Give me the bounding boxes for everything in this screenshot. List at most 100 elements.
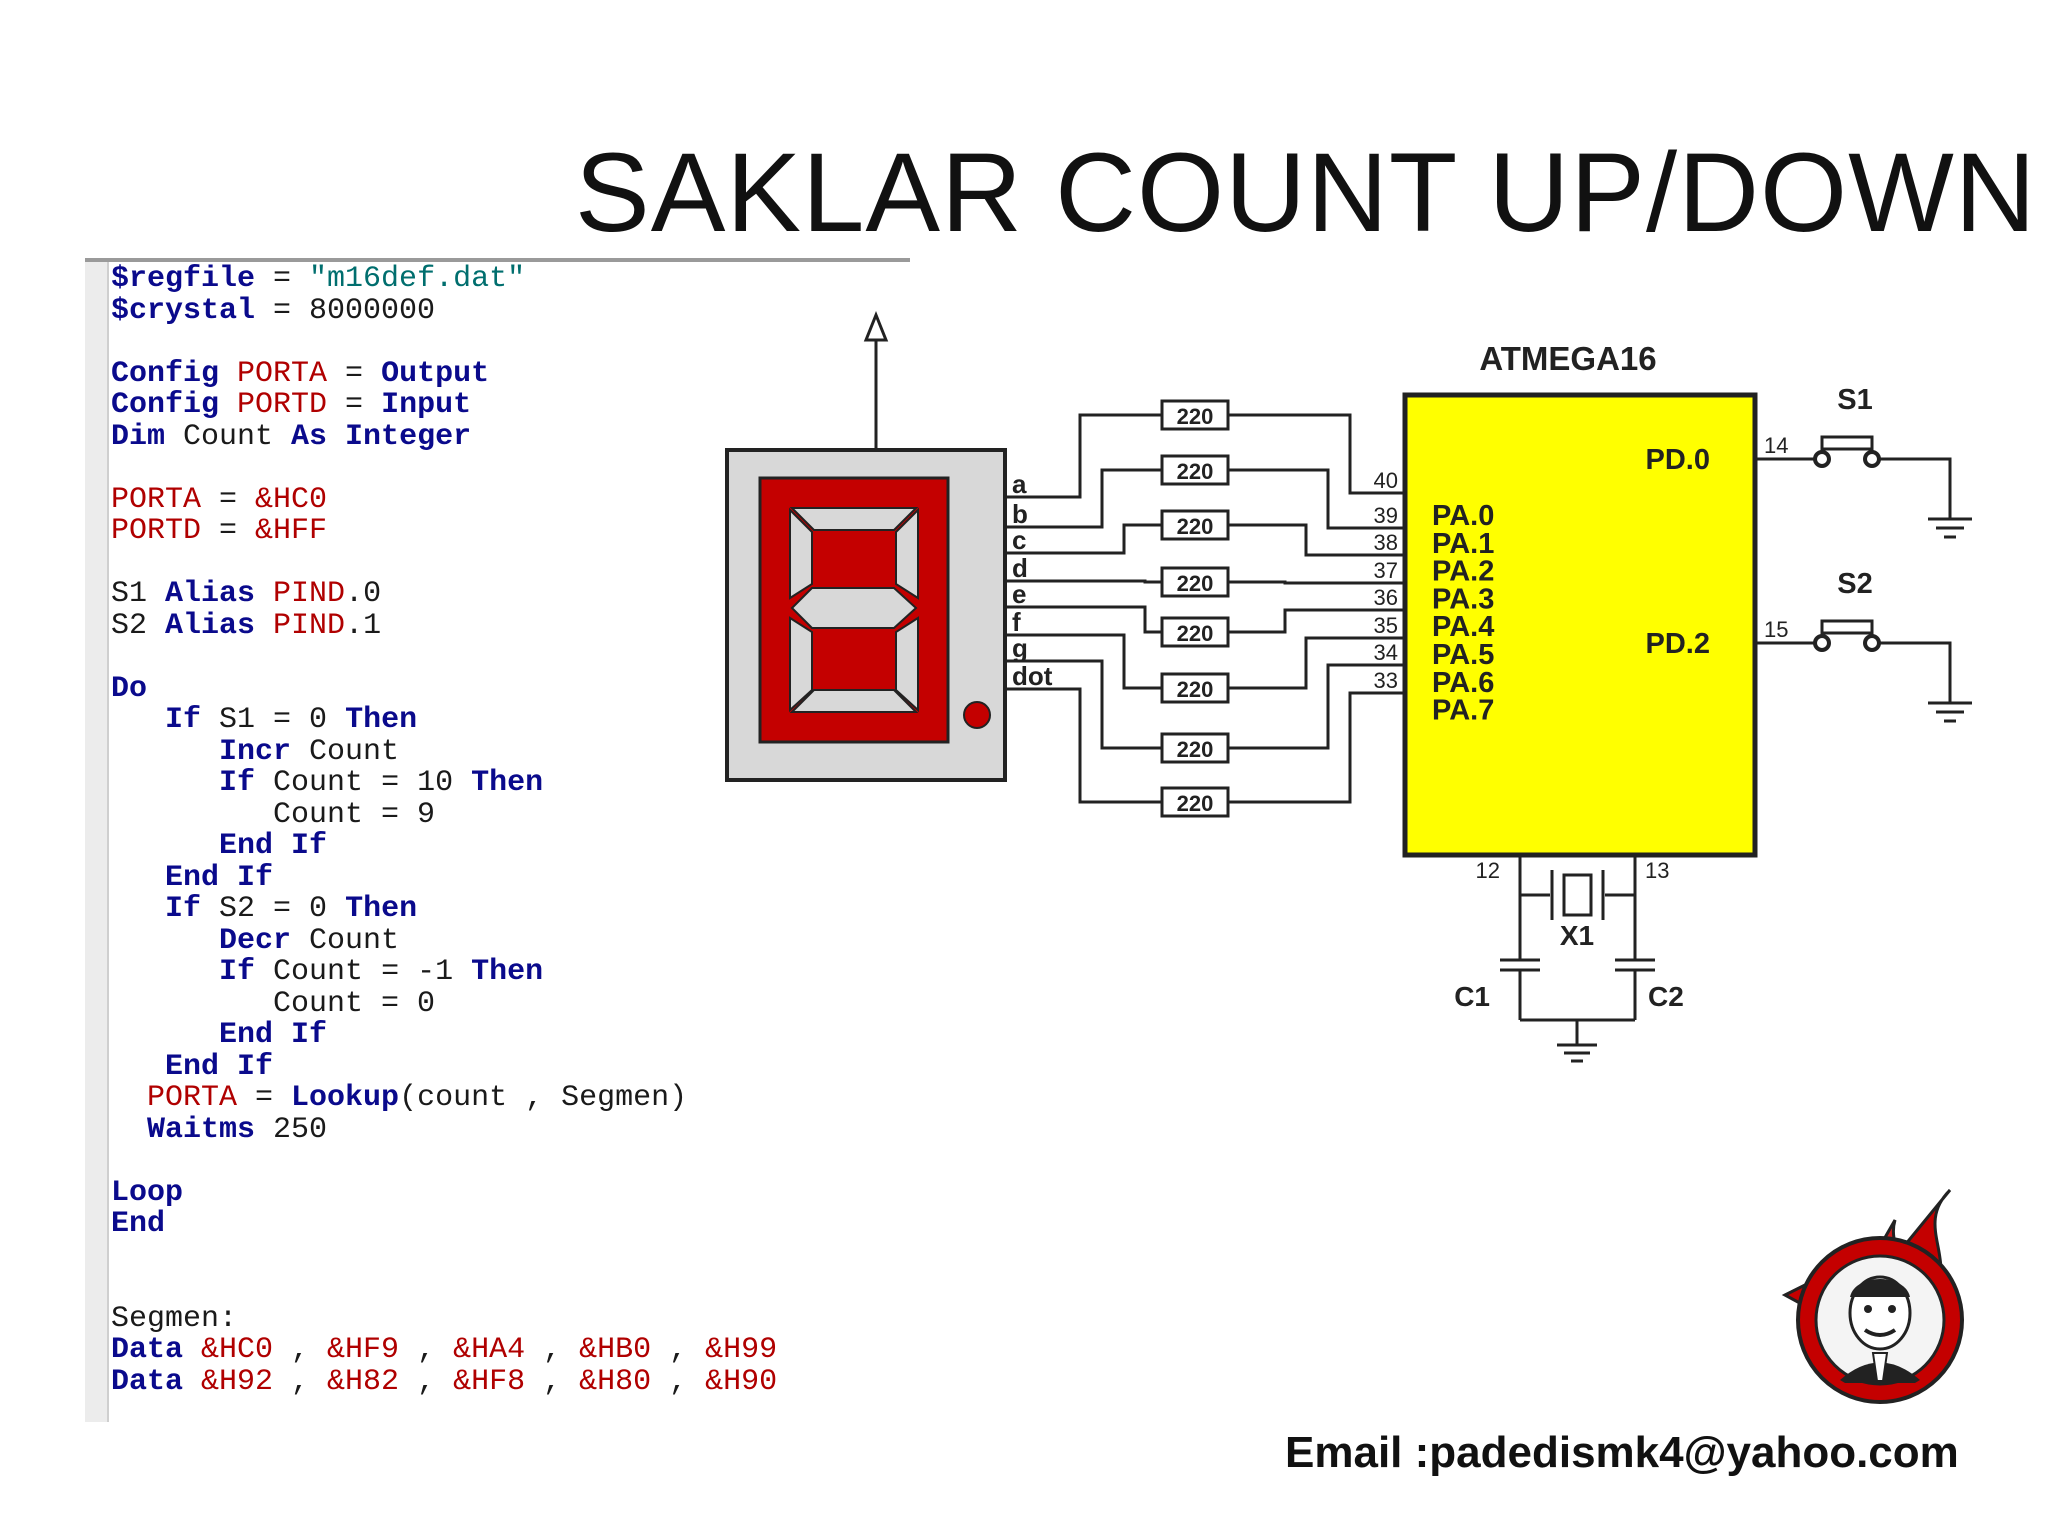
chip-pins: 4039383736353433PA.0PA.1PA.2PA.3PA.4PA.5… (1374, 468, 1495, 727)
code-token: PORTA (147, 1081, 238, 1115)
code-token: Data (111, 1333, 202, 1367)
port-a-pin: PA.6 (1432, 667, 1494, 699)
switch-wire (1755, 435, 1972, 539)
slide-title: SAKLAR COUNT UP/DOWN (575, 130, 2037, 255)
code-token: PORTA (237, 356, 328, 391)
wire-6 (1005, 659, 1405, 750)
code-token: Alias (165, 577, 274, 611)
code-line: Do (111, 672, 147, 706)
resistor-value: 220 (1177, 459, 1214, 484)
code-token: &HB0 (579, 1333, 652, 1367)
resistor-value: 220 (1177, 621, 1214, 646)
segment-f (789, 507, 813, 600)
code-token: .1 (345, 608, 382, 643)
code-line: Waitms 250 (111, 1113, 327, 1147)
code-token: Output (381, 356, 490, 391)
code-token: "m16def.dat" (309, 262, 526, 296)
segment-label: d (1012, 553, 1028, 583)
code-token: Count = 10 (273, 766, 472, 800)
segment-label: a (1012, 469, 1027, 499)
code-token: , (273, 1364, 328, 1399)
segment-d (789, 689, 919, 713)
wire-7 (1005, 687, 1405, 804)
code-token: 250 (273, 1112, 328, 1147)
code-token: If (219, 766, 274, 800)
code-token: &HFF (255, 514, 328, 548)
code-token: Alias (165, 608, 274, 643)
switch-name: S2 (1837, 568, 1872, 600)
code-token: $crystal (111, 293, 256, 328)
code-token: Count (309, 734, 400, 769)
code-token: If (165, 703, 220, 737)
port-a-pin: PA.4 (1432, 611, 1494, 643)
code-token: $regfile (111, 262, 256, 296)
code-token: PORTD (111, 514, 202, 548)
code-token: , (399, 1333, 454, 1367)
code-token: .0 (345, 577, 382, 611)
code-token: = (255, 262, 310, 296)
pin-number: 36 (1374, 585, 1398, 610)
segment-dot (963, 701, 991, 729)
code-token: &HC0 (201, 1333, 274, 1367)
pd-pin-number: 15 (1764, 617, 1788, 642)
code-token: , (651, 1333, 706, 1367)
code-token: Incr (219, 734, 310, 769)
pin-number: 37 (1374, 558, 1398, 583)
code-token: = (237, 1081, 292, 1115)
code-gutter (85, 262, 109, 1422)
resistor-value: 220 (1177, 677, 1214, 702)
code-token: If (219, 955, 274, 989)
segment-a (789, 507, 919, 531)
code-token: PIND (273, 577, 346, 611)
author-logo (1781, 1188, 1964, 1404)
segment-b (895, 507, 919, 600)
code-token: PORTA (111, 482, 202, 517)
code-token: &H82 (327, 1364, 400, 1399)
code-line: If S2 = 0 Then (111, 892, 417, 926)
code-token: S2 (111, 608, 166, 643)
wires (1005, 413, 1405, 804)
code-token: Lookup (291, 1081, 400, 1115)
code-token: = 8000000 (255, 293, 436, 328)
code-line: If Count = 10 Then (111, 766, 543, 800)
code-token: Count (309, 923, 400, 958)
code-token: Count = 9 (111, 797, 436, 832)
resistor-0 (1160, 399, 1230, 431)
code-line: Loop (111, 1176, 183, 1210)
code-token: End If (165, 860, 274, 895)
code-token: Data (111, 1364, 202, 1399)
switch-contact (1813, 450, 1831, 468)
resistor-5 (1160, 672, 1230, 704)
code-token: , (273, 1333, 328, 1367)
xtal-pin-left: 12 (1476, 858, 1500, 883)
port-a-pin: PA.5 (1432, 639, 1494, 671)
code-token: PORTD (237, 388, 328, 422)
resistor-4 (1160, 616, 1230, 648)
code-token: , (525, 1333, 580, 1367)
code-line: Config PORTD = Input (111, 388, 471, 422)
resistor-value: 220 (1177, 737, 1214, 762)
pin-number: 35 (1374, 613, 1398, 638)
code-token: Waitms (147, 1112, 274, 1147)
port-a-pin: PA.7 (1432, 695, 1494, 727)
code-token: &H99 (705, 1333, 778, 1367)
code-line: Data &H92 , &H82 , &HF8 , &H80 , &H90 (111, 1365, 777, 1399)
port-a-pin: PA.0 (1432, 500, 1494, 532)
code-token: End If (165, 1049, 274, 1084)
code-token: Count = 0 (111, 986, 436, 1021)
port-a-pin: PA.1 (1432, 528, 1494, 560)
code-line: $crystal = 8000000 (111, 294, 435, 328)
segment-label: dot (1012, 661, 1053, 691)
pd-pin-label: PD.2 (1646, 628, 1710, 660)
segment-g (790, 587, 918, 629)
pin-number: 34 (1374, 640, 1398, 665)
pin-number: 39 (1374, 503, 1398, 528)
switch-wire (1755, 619, 1972, 723)
code-token: Then (471, 766, 544, 800)
code-token: &HF8 (453, 1364, 526, 1399)
code-line: End If (111, 829, 327, 863)
resistor-3 (1160, 566, 1230, 598)
switch-contact (1863, 450, 1881, 468)
